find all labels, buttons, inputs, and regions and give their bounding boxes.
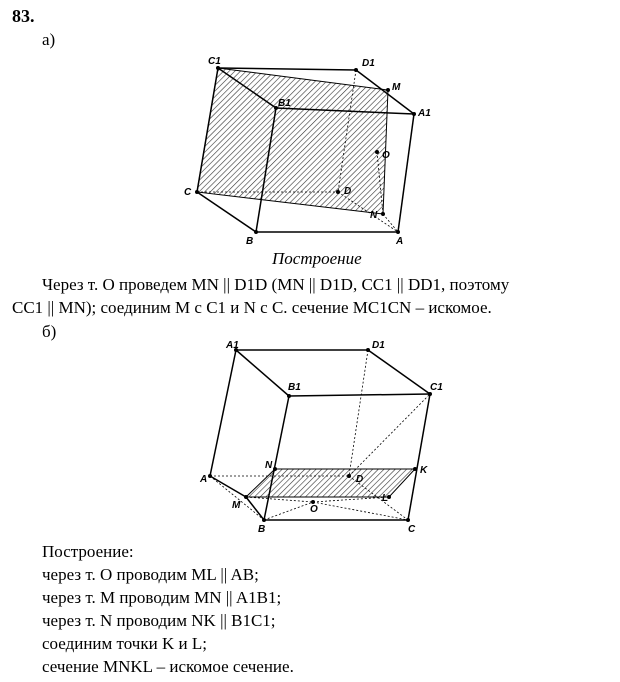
hidden-edge-da <box>337 191 399 233</box>
label-b-o: O <box>310 504 318 515</box>
label-m: M <box>392 82 401 93</box>
problem-number: 83. <box>12 6 35 26</box>
caption-a: Построение <box>272 249 362 268</box>
label-b-a: A <box>199 474 207 485</box>
step-heading: Построение: <box>42 542 134 561</box>
hidden-edge-d1d <box>337 69 357 193</box>
label-d1: D1 <box>362 58 375 69</box>
label-b-k: K <box>420 465 428 476</box>
label-b-c1: C1 <box>430 382 443 393</box>
part-b-label: б) <box>42 322 57 341</box>
step-3: через т. N проводим NK || B1C1; <box>42 611 276 630</box>
label-b1: B1 <box>278 98 291 109</box>
label-b-b1: B1 <box>288 382 301 393</box>
label-b-n: N <box>265 460 273 471</box>
label-b-d1: D1 <box>372 340 385 351</box>
label-b-c: C <box>408 524 416 535</box>
step-1: через т. O проводим ML || AB; <box>42 565 259 584</box>
label-b-l: L <box>382 493 388 504</box>
figure-b: A1 D1 B1 C1 A N D K M O L B C <box>199 340 443 535</box>
label-b-a1: A1 <box>225 340 239 351</box>
text-a-line1: Через т. O проведем MN || D1D (MN || D1D… <box>42 275 510 294</box>
label-c: C <box>184 187 192 198</box>
label-b-m: M <box>232 500 241 511</box>
step-5: сечение MNKL – искомое сечение. <box>42 657 294 676</box>
step-4: соединим точки K и L; <box>42 634 207 653</box>
steps-b: Построение: через т. O проводим ML || AB… <box>42 540 294 678</box>
label-b: B <box>246 236 253 247</box>
label-b-d: D <box>356 474 363 485</box>
figure-a: C1 D1 M B1 A1 O C D N B A <box>184 56 431 247</box>
label-n: N <box>370 210 378 221</box>
part-a-label: а) <box>42 30 56 49</box>
label-c1: C1 <box>208 56 221 67</box>
label-o: O <box>382 150 390 161</box>
text-a-line2: CC1 || MN); соединим M с C1 и N с C. сеч… <box>12 298 492 317</box>
hidden-na <box>382 213 399 233</box>
step-2: через т. M проводим MN || A1B1; <box>42 588 282 607</box>
label-b-b: B <box>258 524 265 535</box>
label-a: A <box>395 236 403 247</box>
label-d: D <box>344 186 351 197</box>
label-a1: A1 <box>417 108 431 119</box>
